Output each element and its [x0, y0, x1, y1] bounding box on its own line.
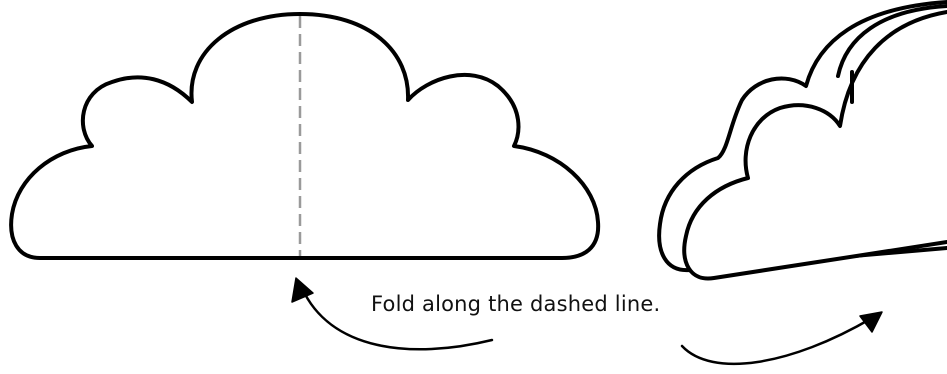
- fold-instruction-text: Fold along the dashed line.: [371, 292, 660, 316]
- arrowhead-icon: [292, 278, 313, 302]
- curved-arrow-icon: [682, 318, 872, 364]
- flat-cloud-outline: [11, 14, 598, 258]
- flat-cloud: [11, 14, 598, 258]
- arrow-to-folded-cloud: [682, 312, 882, 364]
- folded-cloud: [659, 2, 947, 279]
